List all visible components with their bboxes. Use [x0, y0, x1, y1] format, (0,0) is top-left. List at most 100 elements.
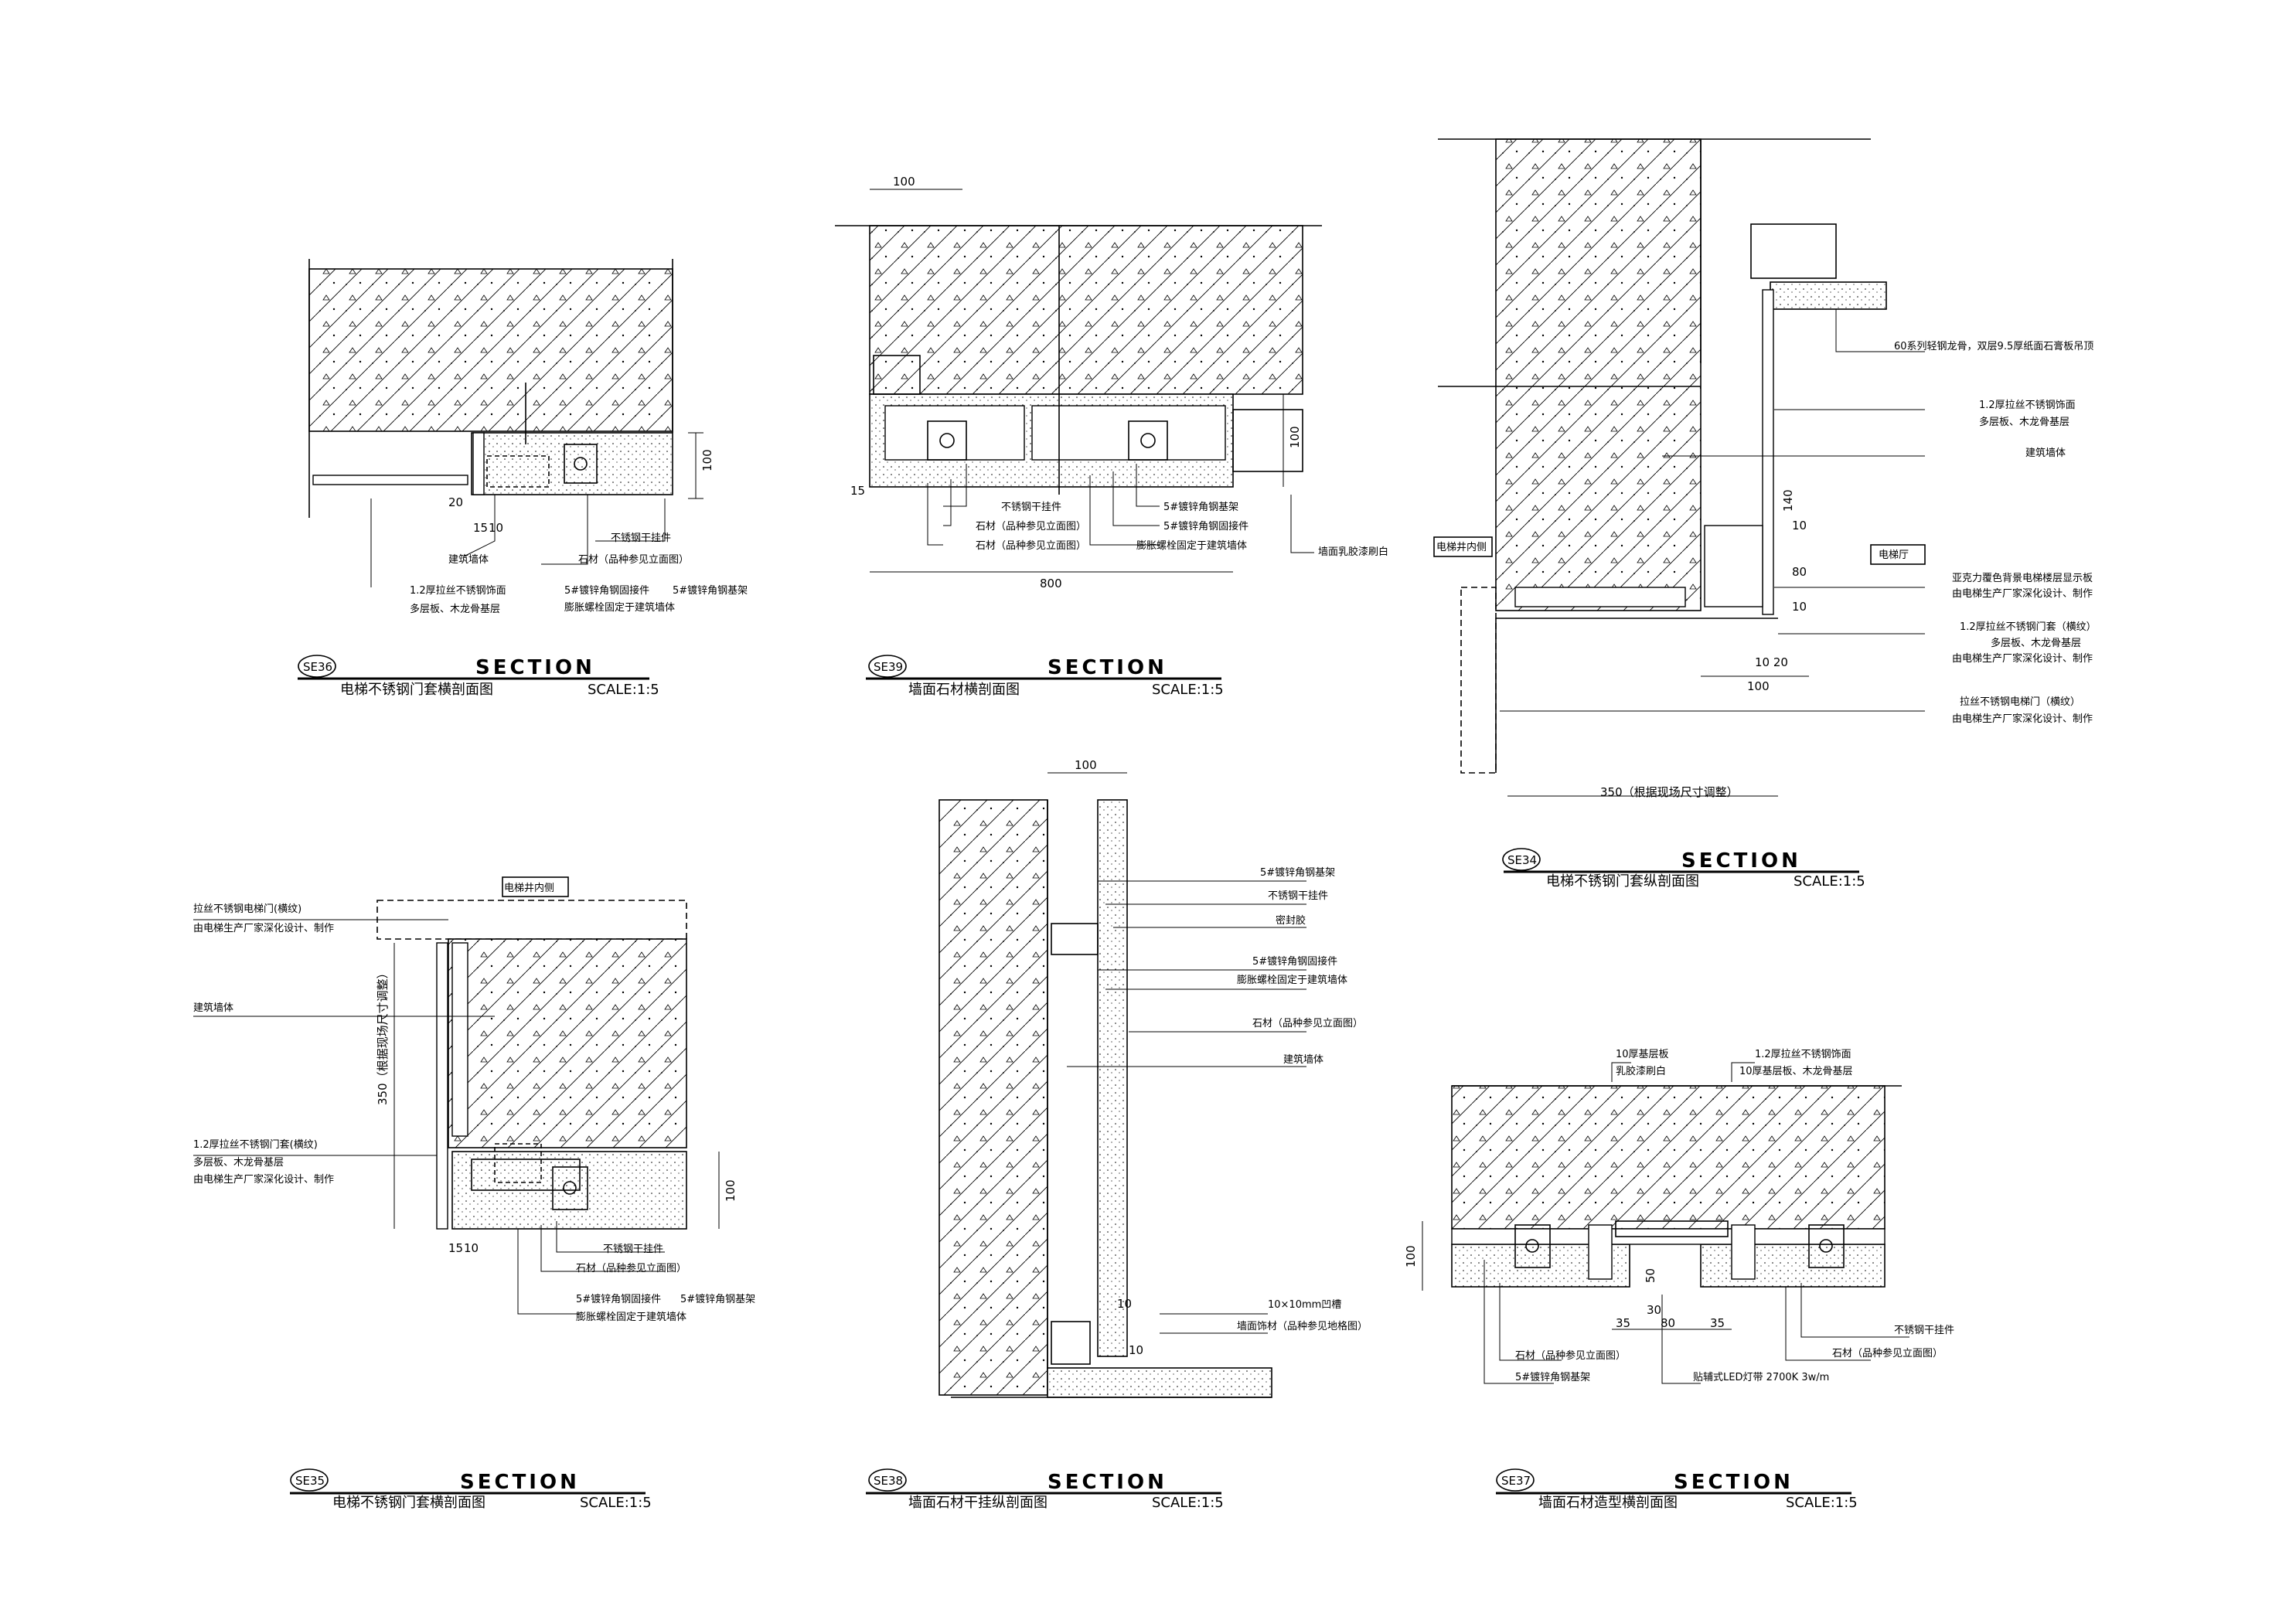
- svg-text:10 20: 10 20: [1755, 655, 1788, 669]
- drawing-label: 不锈钢干挂件: [611, 532, 671, 544]
- svg-text:50: 50: [1644, 1268, 1657, 1283]
- dimension-label: 10: [1117, 1297, 1132, 1311]
- drawing-label: 60系列轻钢龙骨，双层9.5厚纸面石膏板吊顶: [1894, 340, 2093, 352]
- drawing-label: 电梯厅: [1879, 550, 1909, 561]
- detail-se34: 350（根据现场尺寸调整） 100 10 80 10 140 10 20 电梯井…: [1433, 138, 2097, 890]
- scale-label: SCALE:1:5: [580, 1495, 652, 1511]
- section-heading: SECTION: [1681, 849, 1801, 873]
- detail-tag: SE39: [874, 660, 903, 674]
- drawing-label: 5#镀锌角钢固接件: [564, 584, 649, 597]
- dimension-label: 800: [1040, 577, 1062, 590]
- svg-text:100: 100: [700, 449, 714, 471]
- drawing-label: 1.2厚拉丝不锈钢门套(横纹): [193, 1138, 318, 1151]
- detail-title: 墙面石材造型横剖面图: [1538, 1495, 1678, 1511]
- svg-text:20: 20: [448, 495, 463, 509]
- drawing-label: 5#镀锌角钢基架: [680, 1293, 755, 1305]
- scale-label: SCALE:1:5: [588, 682, 659, 698]
- drawing-label: 建筑墙体: [448, 553, 489, 566]
- scale-label: SCALE:1:5: [1152, 1495, 1224, 1511]
- detail-title: 电梯不锈钢门套横剖面图: [332, 1495, 485, 1511]
- section-heading: SECTION: [460, 1471, 580, 1494]
- drawing-label: 亚克力覆色背景电梯楼层显示板: [1952, 572, 2093, 584]
- drawing-label: 多层板、木龙骨基层: [1991, 637, 2081, 649]
- drawing-label: 电梯井内侧: [1436, 541, 1487, 553]
- drawing-label: 由电梯生产厂家深化设计、制作: [193, 1173, 334, 1186]
- drawing-label: 建筑墙体: [193, 1002, 233, 1014]
- drawing-label: 石材（品种参见立面图）: [976, 539, 1086, 552]
- drawing-label: 贴辅式LED灯带 2700K 3w/m: [1693, 1372, 1829, 1383]
- dimension-label: 100: [893, 175, 915, 189]
- dimension-label: 350（根据现场尺寸调整）: [1600, 785, 1739, 799]
- drawing-label: 石材（品种参见立面图）: [1515, 1349, 1626, 1362]
- svg-text:30: 30: [1647, 1303, 1661, 1317]
- drawing-label: 多层板、木龙骨基层: [193, 1156, 284, 1169]
- drawing-label: 石材（品种参见立面图）: [976, 520, 1086, 532]
- drawing-label: 密封胶: [1276, 914, 1306, 927]
- drawing-label: 10厚基层板、木龙骨基层: [1739, 1066, 1853, 1077]
- drawing-label: 1.2厚拉丝不锈钢门套（横纹）: [1960, 621, 2097, 633]
- drawing-label: 膨胀螺栓固定于建筑墙体: [1136, 539, 1247, 552]
- drawing-label: 拉丝不锈钢电梯门（横纹）: [1960, 696, 2080, 708]
- drawing-label: 5#镀锌角钢基架: [1515, 1371, 1590, 1383]
- section-heading: SECTION: [1674, 1471, 1794, 1494]
- svg-text:10: 10: [489, 521, 503, 535]
- drawing-label: 多层板、木龙骨基层: [1979, 416, 2069, 428]
- drawing-label: 5#镀锌角钢固接件: [1252, 955, 1337, 968]
- drawing-label: 5#镀锌角钢基架: [1260, 866, 1335, 879]
- svg-text:100: 100: [724, 1179, 738, 1202]
- drawing-label: 1.2厚拉丝不锈钢饰面: [1979, 400, 2076, 411]
- section-heading: SECTION: [1048, 1471, 1167, 1494]
- detail-title: 墙面石材横剖面图: [908, 682, 1020, 698]
- section-heading: SECTION: [475, 656, 595, 679]
- dimension-label: 350（根据现场尺寸调整）: [376, 967, 390, 1105]
- dimension-label: 80: [1661, 1316, 1675, 1330]
- drawing-label: 膨胀螺栓固定于建筑墙体: [1237, 974, 1347, 986]
- drawing-label: 5#镀锌角钢基架: [673, 584, 748, 597]
- section-heading: SECTION: [1048, 656, 1167, 679]
- detail-se36: 100 20 15 10 不锈钢干挂件 石材（品种参见立面图） 建筑墙体 5#镀…: [298, 259, 748, 698]
- drawing-label: 电梯井内侧: [504, 882, 554, 894]
- drawing-label: 不锈钢干挂件: [1001, 502, 1061, 513]
- scale-label: SCALE:1:5: [1152, 682, 1224, 698]
- dimension-label: 35: [1710, 1316, 1725, 1330]
- detail-tag: SE34: [1507, 853, 1537, 867]
- detail-se37: 100 50 30 35 80 35 10厚基层板 乳胶漆刷白 1.2厚拉丝不锈…: [1404, 1049, 1954, 1511]
- dimension-label: 100: [1075, 758, 1097, 772]
- drawing-label: 膨胀螺栓固定于建筑墙体: [576, 1311, 686, 1323]
- dimension-label: 10: [1129, 1343, 1143, 1357]
- drawing-label: 石材（品种参见立面图）: [576, 1262, 686, 1274]
- detail-tag: SE37: [1501, 1474, 1531, 1488]
- drawing-label: 膨胀螺栓固定于建筑墙体: [564, 601, 675, 614]
- svg-text:15: 15: [850, 484, 865, 498]
- drawing-label: 石材（品种参见立面图）: [578, 553, 689, 566]
- scale-label: SCALE:1:5: [1786, 1495, 1858, 1511]
- detail-se35: 电梯井内侧 350（根据现场尺寸调整） 100 15 10 拉丝不锈钢电梯门(横…: [193, 876, 755, 1511]
- svg-text:15: 15: [448, 1241, 463, 1255]
- drawing-label: 由电梯生产厂家深化设计、制作: [193, 922, 334, 934]
- svg-text:10: 10: [464, 1241, 479, 1255]
- drawing-label: 10×10mm凹槽: [1268, 1299, 1341, 1311]
- scale-label: SCALE:1:5: [1794, 873, 1865, 890]
- drawing-label: 5#镀锌角钢固接件: [576, 1293, 661, 1305]
- drawing-label: 5#镀锌角钢固接件: [1163, 520, 1248, 532]
- detail-title: 电梯不锈钢门套纵剖面图: [1546, 873, 1699, 890]
- drawing-label: 10厚基层板: [1616, 1049, 1669, 1060]
- dimension-label: 10: [1792, 600, 1807, 614]
- dimension-label: 80: [1792, 565, 1807, 579]
- drawing-label: 石材（品种参见立面图）: [1832, 1347, 1943, 1359]
- drawing-label: 墙面饰材（品种参见地格图）: [1237, 1320, 1368, 1332]
- drawing-label: 由电梯生产厂家深化设计、制作: [1952, 652, 2093, 665]
- drawing-label: 多层板、木龙骨基层: [410, 603, 500, 615]
- drawing-label: 不锈钢干挂件: [1894, 1325, 1954, 1336]
- detail-title: 电梯不锈钢门套横剖面图: [340, 682, 493, 698]
- drawing-label: 石材（品种参见立面图）: [1252, 1017, 1363, 1029]
- detail-se39: 100 800 100 15 不锈钢干挂件 石材（品种参见立面图） 石材（品种参…: [835, 175, 1388, 698]
- detail-tag: SE38: [874, 1474, 903, 1488]
- drawing-label: 由电梯生产厂家深化设计、制作: [1952, 713, 2093, 725]
- drawing-label: 乳胶漆刷白: [1616, 1065, 1666, 1077]
- svg-text:140: 140: [1781, 489, 1795, 512]
- dimension-label: 35: [1616, 1316, 1630, 1330]
- drawing-label: 拉丝不锈钢电梯门(横纹): [193, 903, 301, 915]
- drawing-label: 1.2厚拉丝不锈钢饰面: [1755, 1049, 1851, 1060]
- detail-se38: 100 5#镀锌角钢基架 不锈钢干挂件 密封胶 5#镀锌角钢固接件 膨胀螺栓固定…: [866, 758, 1368, 1511]
